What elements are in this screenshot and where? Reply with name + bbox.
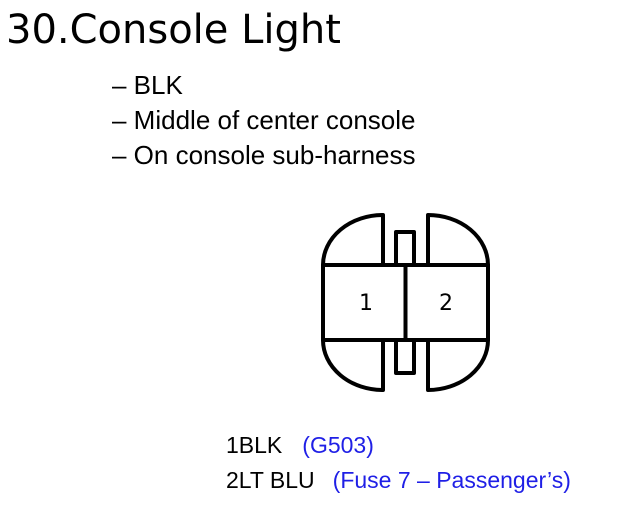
pin-wire-color: LT BLU bbox=[238, 467, 315, 493]
connector-diagram: 1 2 bbox=[321, 213, 490, 392]
pin-wire-color: BLK bbox=[238, 432, 283, 458]
connector-left-half-bottom bbox=[321, 338, 385, 392]
connector-latch-top bbox=[394, 230, 416, 267]
pin-2-label: 2 bbox=[439, 291, 453, 316]
pin-1-label: 1 bbox=[359, 291, 373, 316]
connector-color-bullet: – BLK bbox=[112, 70, 183, 100]
connector-info-list: – BLK – Middle of center console – On co… bbox=[112, 68, 416, 173]
connector-latch-bottom bbox=[394, 338, 416, 375]
connector-right-half-bottom bbox=[426, 338, 490, 392]
connector-left-half bbox=[321, 213, 385, 267]
connector-harness-bullet: – On console sub-harness bbox=[112, 140, 416, 170]
pin-assignment-list: 1BLK (G503) 2LT BLU (Fuse 7 – Passenger’s) bbox=[226, 428, 571, 498]
pin-number: 1 bbox=[226, 432, 239, 458]
page-title: 30.Console Light bbox=[6, 7, 341, 53]
pin-number: 2 bbox=[226, 467, 239, 493]
pin-row-1: 1BLK (G503) bbox=[226, 428, 571, 463]
pin-circuit-note: (G503) bbox=[302, 432, 374, 458]
connector-location-bullet: – Middle of center console bbox=[112, 105, 416, 135]
pin-row-2: 2LT BLU (Fuse 7 – Passenger’s) bbox=[226, 463, 571, 498]
pin-circuit-note: (Fuse 7 – Passenger’s) bbox=[332, 467, 571, 493]
connector-right-half bbox=[426, 213, 490, 267]
